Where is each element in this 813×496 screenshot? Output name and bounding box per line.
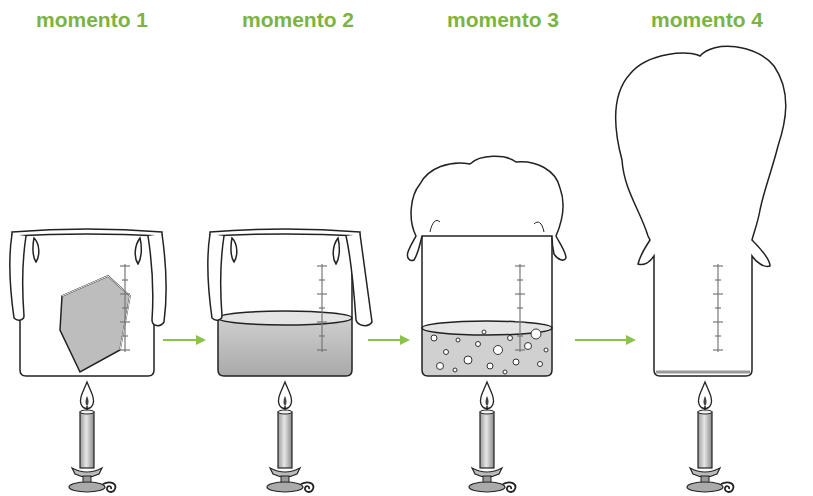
bubbles: [431, 329, 548, 374]
moment-label: momento 1: [36, 8, 148, 31]
beaker-4: [615, 46, 785, 376]
beaker-1: [10, 229, 166, 376]
moment-label: momento 4: [651, 8, 763, 31]
beaker-3: [407, 156, 566, 376]
moment-label: momento 3: [447, 8, 559, 31]
beaker-2: [208, 229, 372, 376]
moment-label: momento 2: [242, 8, 354, 31]
